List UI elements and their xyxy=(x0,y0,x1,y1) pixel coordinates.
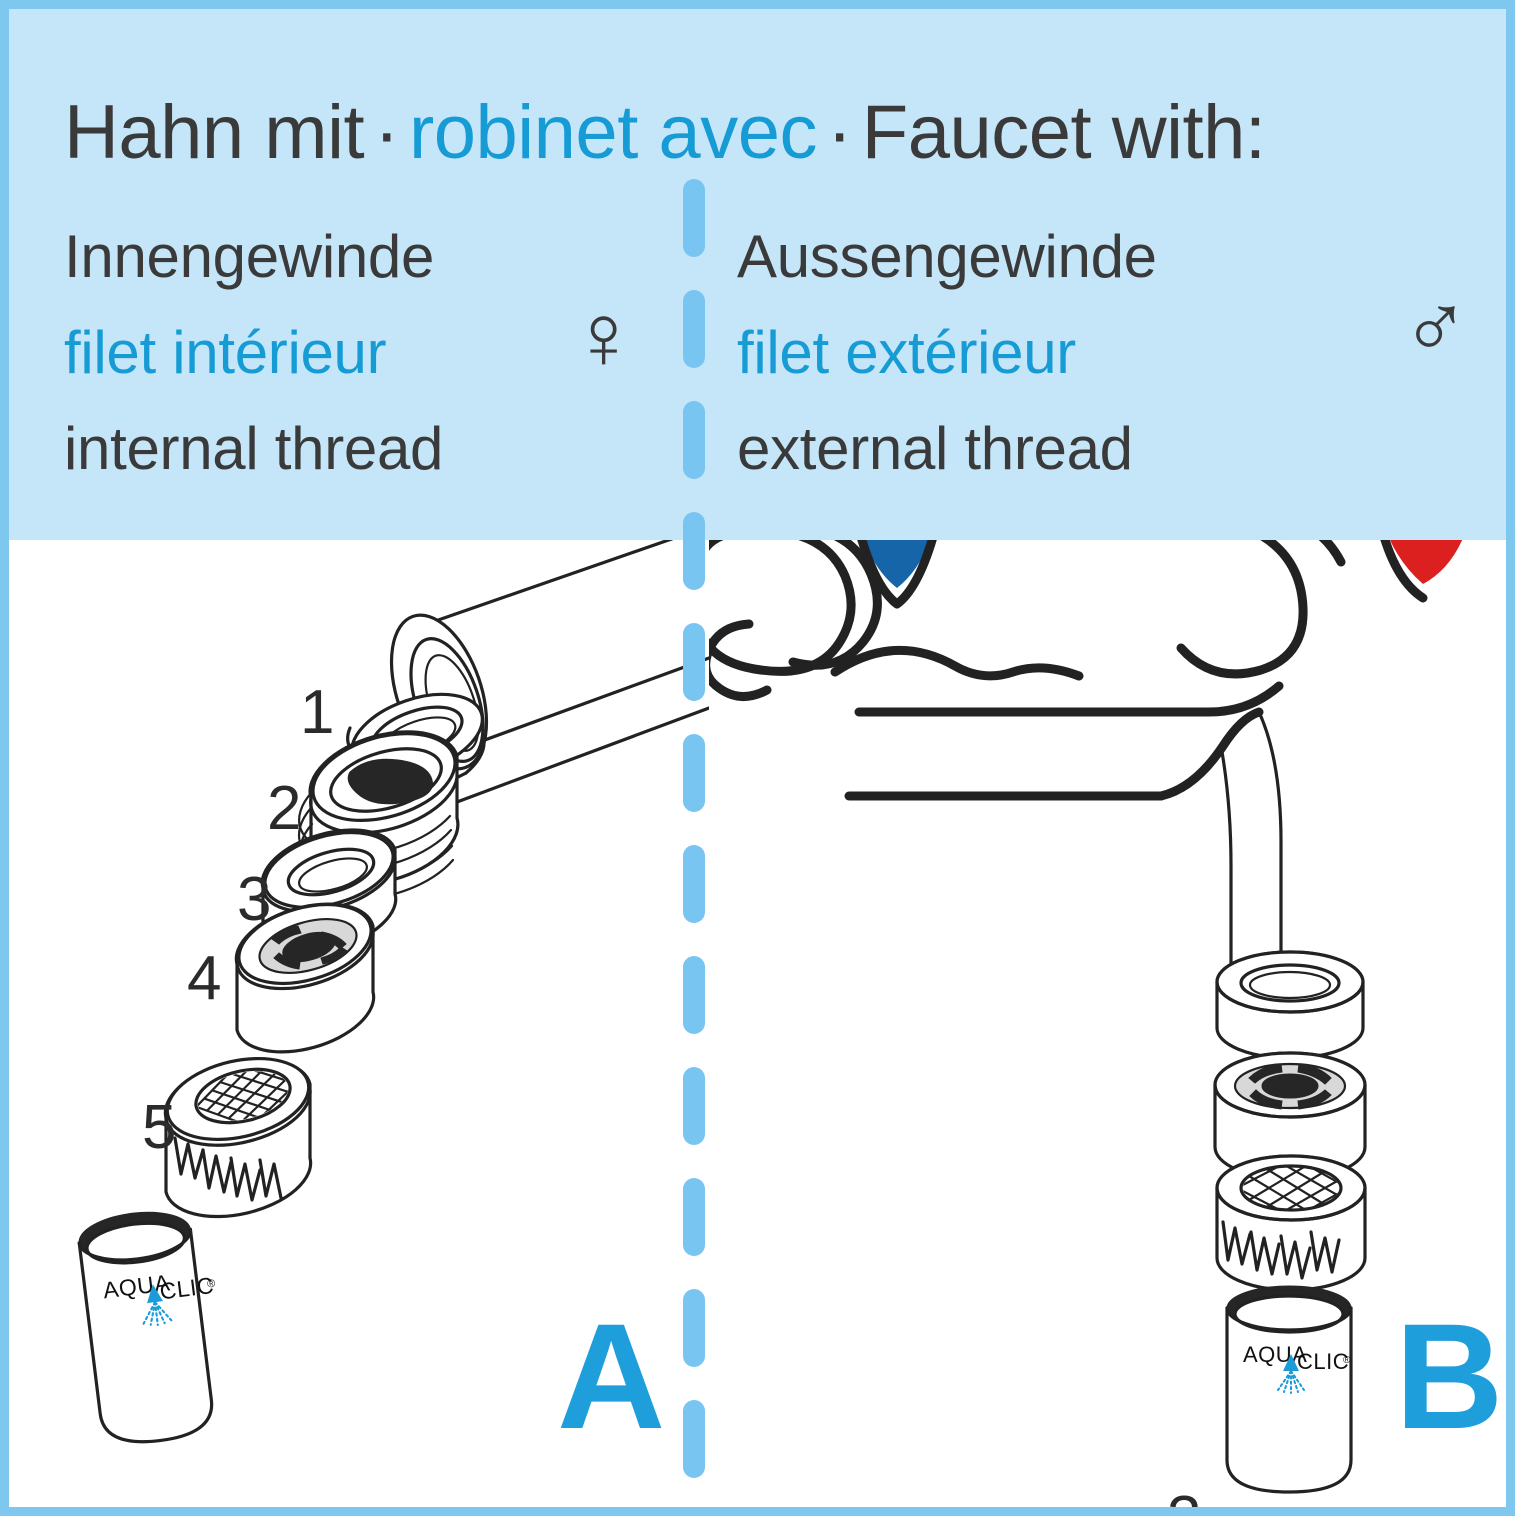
svg-text:CLIC: CLIC xyxy=(1297,1349,1349,1374)
divider-dash xyxy=(683,956,705,1034)
aquaclic-bottle-panel-a xyxy=(77,1211,214,1444)
panel-b-illustration: AQUA CLIC ® xyxy=(709,540,1463,1494)
divider-dash xyxy=(683,845,705,923)
svg-text:®: ® xyxy=(1343,1355,1351,1366)
divider-dash xyxy=(683,1289,705,1367)
internal-thread-french: filet intérieur xyxy=(64,319,387,386)
internal-thread-english: internal thread xyxy=(64,415,444,482)
logo-trademark: ® xyxy=(207,1278,217,1291)
part-number-3-panel-a: 3 xyxy=(237,865,272,934)
panel-a-illustration: AQUA CLIC ® xyxy=(77,540,709,1444)
part-4-flow-regulator xyxy=(234,902,376,1054)
part-number-2-panel-a: 2 xyxy=(267,774,302,843)
aquaclic-bottle-panel-b xyxy=(1225,1285,1353,1494)
panel-label-a: A xyxy=(557,1292,666,1460)
title-english: Faucet with: xyxy=(861,90,1266,175)
divider-dash xyxy=(683,623,705,701)
panel-divider-dashed xyxy=(683,179,705,1507)
part-number-5-panel-a: 5 xyxy=(142,1093,177,1162)
divider-dash xyxy=(683,290,705,368)
divider-dash xyxy=(683,512,705,590)
mars-male-symbol-icon: ♂ xyxy=(1401,276,1470,378)
divider-dash xyxy=(683,1178,705,1256)
part-number-4-panel-a: 4 xyxy=(187,944,222,1013)
illustration-area: AQUA CLIC ® 1 2 3 4 5 xyxy=(9,540,1506,1508)
svg-text:AQUA: AQUA xyxy=(1243,1342,1307,1367)
header-column-external-thread: Aussengewinde filet extérieur external t… xyxy=(737,209,1377,497)
internal-thread-german: Innengewinde xyxy=(64,223,435,290)
title-separator-1: · xyxy=(374,90,399,175)
part-number-1-panel-a: 1 xyxy=(300,678,335,747)
title-separator-2: · xyxy=(826,90,852,175)
external-thread-english: external thread xyxy=(737,415,1133,482)
title-german: Hahn mit xyxy=(64,90,365,175)
divider-dash xyxy=(683,1400,705,1478)
aquaclic-logo-panel-a: AQUA CLIC ® xyxy=(102,1269,217,1327)
external-thread-french: filet extérieur xyxy=(737,319,1076,386)
divider-dash xyxy=(683,734,705,812)
part-5-aerator-insert xyxy=(163,1056,313,1219)
header-band: Hahn mit·robinet avec·Faucet with: Innen… xyxy=(9,9,1506,540)
venus-female-symbol-icon: ♀ xyxy=(569,286,638,388)
aquaclic-logo-panel-b: AQUA CLIC ® xyxy=(1243,1342,1351,1394)
header-column-internal-thread: Innengewinde filet intérieur internal th… xyxy=(64,209,624,497)
divider-dash xyxy=(683,1067,705,1145)
title-french: robinet avec xyxy=(408,90,818,175)
divider-dash xyxy=(683,179,705,257)
divider-dash xyxy=(683,401,705,479)
part-number-3-panel-b: 3 xyxy=(1167,1488,1201,1508)
external-thread-german: Aussengewinde xyxy=(737,223,1157,290)
part-3-spacer-ring-panel-b xyxy=(1215,950,1365,1060)
part-4-flow-regulator-panel-b xyxy=(1213,1051,1367,1181)
mixer-tap-external-thread xyxy=(709,540,1463,1028)
panel-label-b: B xyxy=(1395,1292,1504,1460)
part-5-aerator-insert-panel-b xyxy=(1215,1154,1367,1292)
page-title: Hahn mit·robinet avec·Faucet with: xyxy=(64,95,1266,171)
